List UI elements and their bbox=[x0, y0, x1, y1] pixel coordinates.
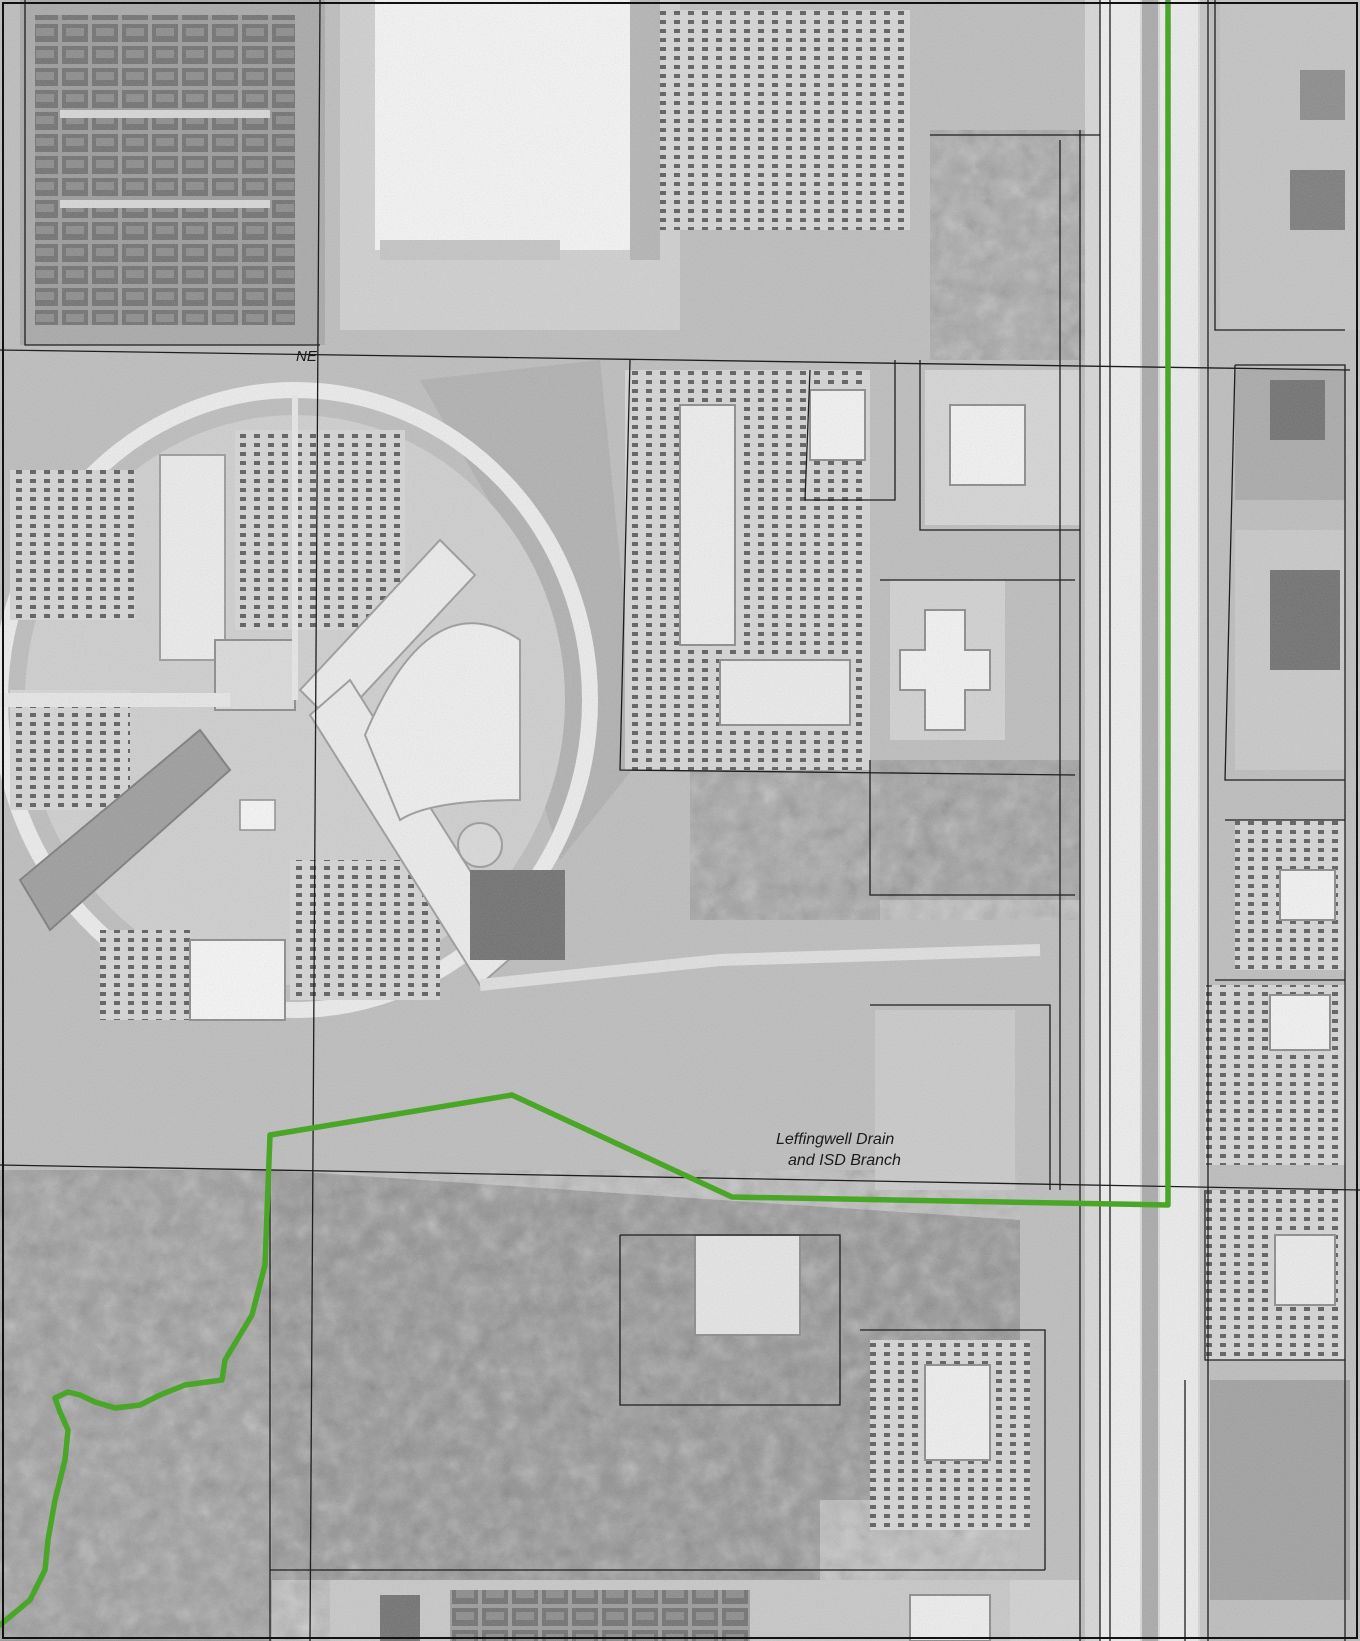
drain-label-line1: Leffingwell Drain bbox=[776, 1131, 894, 1148]
quadrant-label: NE bbox=[296, 348, 318, 365]
leffingwell-drain-line bbox=[0, 0, 1171, 1628]
drain-label-line2: and ISD Branch bbox=[788, 1152, 901, 1169]
